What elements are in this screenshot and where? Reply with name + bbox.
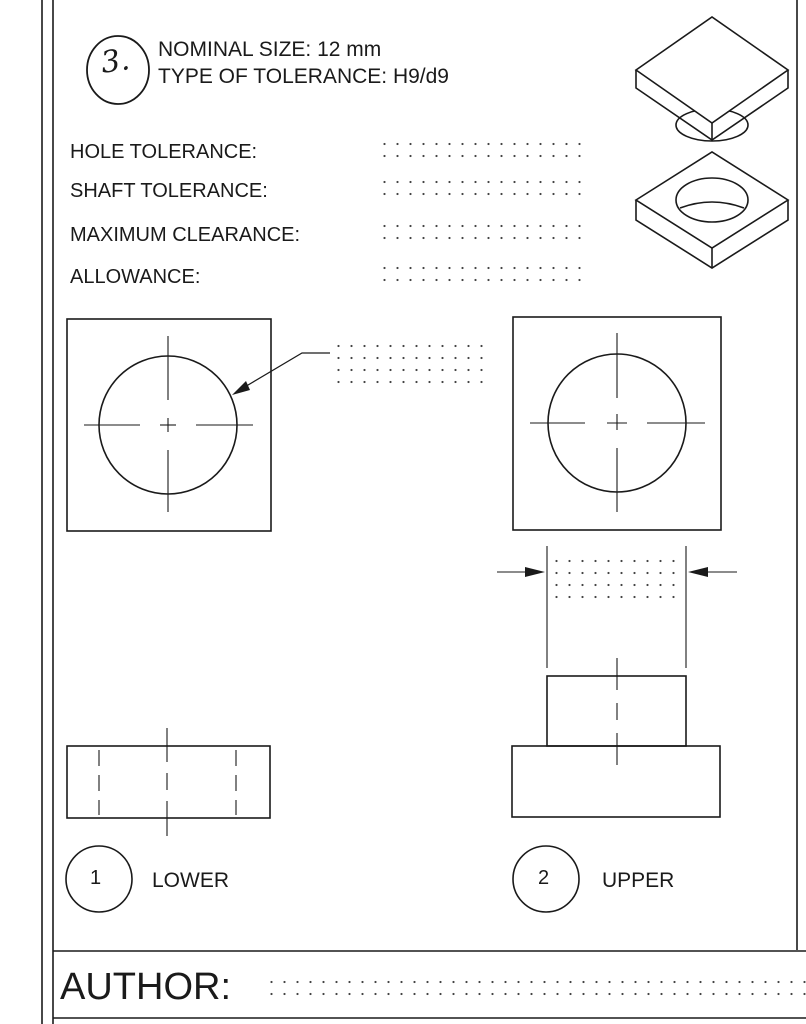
nominal-size: NOMINAL SIZE: 12 mm xyxy=(158,38,382,61)
isometric-lower-part xyxy=(634,151,790,269)
max-clearance-label: MAXIMUM CLEARANCE: xyxy=(70,224,301,246)
part-2-name: UPPER xyxy=(602,869,675,892)
part-1-number: 1 xyxy=(90,867,102,889)
part-2-number: 2 xyxy=(538,867,550,889)
dimension-arrow-right xyxy=(688,567,708,577)
isometric-upper-part xyxy=(634,16,790,142)
lower-part-hidden-lines xyxy=(98,728,237,836)
upper-part-centerlines xyxy=(530,333,705,512)
hole-leader-arrow xyxy=(232,352,330,395)
author-answer-field[interactable] xyxy=(265,976,806,1004)
upper-part-front-view xyxy=(511,675,721,818)
author-label: AUTHOR: xyxy=(60,966,231,1008)
allowance-label: ALLOWANCE: xyxy=(70,266,201,288)
shaft-dimension xyxy=(497,546,737,668)
lower-part-centerlines xyxy=(84,336,253,512)
shaft-dimension-answer-field[interactable] xyxy=(550,555,680,601)
max-clearance-answer-field[interactable] xyxy=(378,220,584,248)
part-2-circle xyxy=(512,845,580,913)
hole-dimension-answer-field[interactable] xyxy=(332,340,492,384)
problem-number-circle xyxy=(86,35,150,105)
part-1-name: LOWER xyxy=(152,869,230,892)
lower-part-front-view xyxy=(66,745,271,819)
allowance-answer-field[interactable] xyxy=(378,262,584,290)
problem-number: 3. xyxy=(98,42,132,81)
shaft-tolerance-label: SHAFT TOLERANCE: xyxy=(70,180,268,202)
dimension-arrow-left xyxy=(525,567,545,577)
tolerance-type: TYPE OF TOLERANCE: H9/d9 xyxy=(158,65,449,88)
hole-tolerance-answer-field[interactable] xyxy=(378,138,584,166)
hole-tolerance-label: HOLE TOLERANCE: xyxy=(70,141,258,163)
shaft-tolerance-answer-field[interactable] xyxy=(378,176,584,204)
part-1-circle xyxy=(65,845,133,913)
